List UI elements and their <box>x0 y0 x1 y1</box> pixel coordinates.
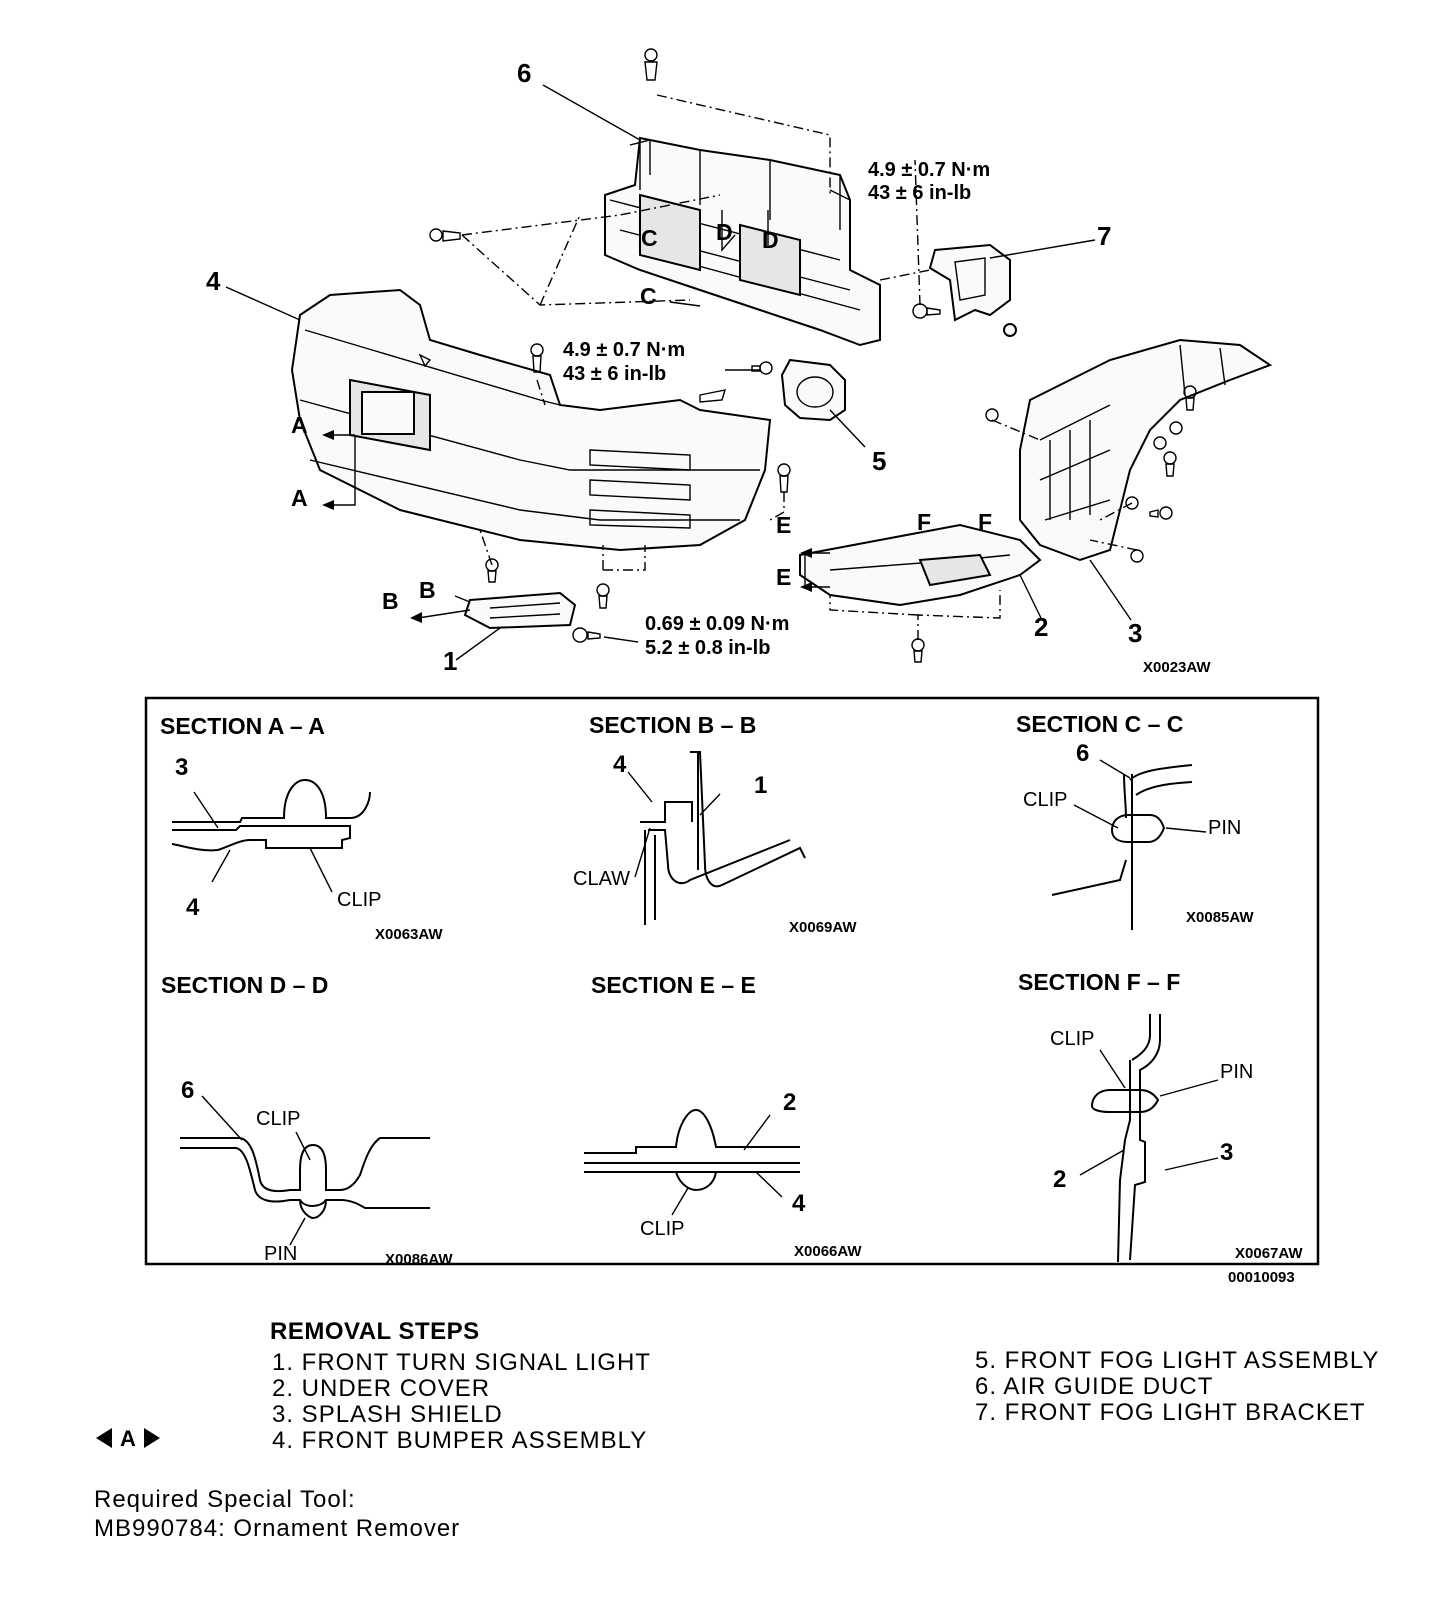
section-aa-code: X0063AW <box>375 926 443 943</box>
leader-lines <box>225 84 1132 661</box>
nav-marker-label: A <box>120 1426 136 1451</box>
section-ff-num-right: 3 <box>1220 1139 1233 1166</box>
nav-arrow-icon: A <box>96 1426 160 1451</box>
removal-step-5: 5. FRONT FOG LIGHT ASSEMBLY <box>975 1347 1380 1374</box>
torque-mid-inlb: 43 ± 6 in-lb <box>563 363 666 385</box>
removal-step-6: 6. AIR GUIDE DUCT <box>975 1373 1214 1400</box>
removal-step-4: 4. FRONT BUMPER ASSEMBLY <box>272 1427 648 1454</box>
section-bb-num-right: 1 <box>754 772 767 799</box>
section-ee-num-bottom: 4 <box>792 1190 806 1217</box>
marker-d-right: D <box>762 227 779 253</box>
callout-6: 6 <box>517 58 531 88</box>
marker-f-right: F <box>978 509 992 535</box>
alignment-lines <box>461 94 1138 643</box>
section-dd-pin-label: PIN <box>264 1243 297 1265</box>
marker-c-lower: C <box>640 283 657 309</box>
marker-b-lower: B <box>382 588 399 614</box>
front-bumper-assembly <box>290 288 772 552</box>
splash-shield <box>1019 338 1273 562</box>
section-ff-code: X0067AW <box>1235 1245 1303 1262</box>
section-ff-pin-label: PIN <box>1220 1061 1253 1083</box>
removal-step-7: 7. FRONT FOG LIGHT BRACKET <box>975 1399 1366 1426</box>
turn-signal-light <box>463 591 577 630</box>
section-ff-num-left: 2 <box>1053 1166 1066 1193</box>
air-guide-duct <box>604 136 881 347</box>
marker-a-lower: A <box>291 485 308 511</box>
section-aa-num-bottom: 4 <box>186 894 200 921</box>
torque-low-inlb: 5.2 ± 0.8 in-lb <box>645 637 770 659</box>
marker-d-left: D <box>716 219 733 245</box>
torque-top-inlb: 43 ± 6 in-lb <box>868 182 971 204</box>
section-cc-title: SECTION C – C <box>1016 711 1183 737</box>
section-ff: SECTION F – F CLIP PIN 2 3 X0067AW <box>1018 969 1303 1263</box>
section-ff-clip-label: CLIP <box>1050 1028 1094 1050</box>
sections-panel <box>144 696 1320 1266</box>
section-cc-pin-label: PIN <box>1208 817 1241 839</box>
under-cover <box>799 523 1042 607</box>
section-arrows <box>322 210 830 623</box>
removal-steps-title: REMOVAL STEPS <box>270 1318 480 1345</box>
callout-1: 1 <box>443 646 457 676</box>
marker-b-upper: B <box>419 577 436 603</box>
callout-5: 5 <box>872 446 886 476</box>
section-dd-code: X0086AW <box>385 1251 453 1268</box>
section-cc-num-top: 6 <box>1076 740 1089 767</box>
sections-panel-code: 00010093 <box>1228 1269 1295 1286</box>
section-aa-clip-label: CLIP <box>337 889 381 911</box>
marker-f-left: F <box>917 509 931 535</box>
section-cc-code: X0085AW <box>1186 909 1254 926</box>
section-cc-clip-label: CLIP <box>1023 789 1067 811</box>
section-bb: SECTION B – B 4 1 CLAW X0069AW <box>573 712 857 936</box>
marker-c-upper: C <box>641 225 658 251</box>
section-ee-clip-label: CLIP <box>640 1218 684 1240</box>
callout-2: 2 <box>1034 612 1048 642</box>
section-bb-code: X0069AW <box>789 919 857 936</box>
fog-light-bracket <box>928 243 1017 337</box>
section-aa-num-top: 3 <box>175 754 188 781</box>
section-dd: SECTION D – D 6 CLIP PIN X0086AW <box>161 972 453 1268</box>
section-dd-title: SECTION D – D <box>161 972 328 998</box>
removal-steps-right-list: 5. FRONT FOG LIGHT ASSEMBLY 6. AIR GUIDE… <box>975 1348 1379 1426</box>
section-dd-num-top: 6 <box>181 1077 194 1104</box>
special-tool-name: MB990784: Ornament Remover <box>94 1515 461 1542</box>
section-bb-claw-label: CLAW <box>573 868 630 890</box>
marker-e-lower: E <box>776 564 791 590</box>
section-aa: SECTION A – A 3 4 CLIP X0063AW <box>160 713 443 943</box>
marker-a-upper: A <box>291 412 308 438</box>
callout-4: 4 <box>206 266 221 296</box>
fog-light-assembly <box>780 358 846 422</box>
section-ee: SECTION E – E 2 4 CLIP X0066AW <box>584 972 862 1260</box>
section-aa-title: SECTION A – A <box>160 713 325 739</box>
section-ee-code: X0066AW <box>794 1243 862 1260</box>
removal-step-1: 1. FRONT TURN SIGNAL LIGHT <box>272 1349 651 1376</box>
diagram-image-code: X0023AW <box>1143 659 1211 676</box>
removal-steps-left-list: 1. FRONT TURN SIGNAL LIGHT 2. UNDER COVE… <box>272 1350 651 1454</box>
special-tool-label: Required Special Tool: <box>94 1486 356 1513</box>
section-ff-title: SECTION F – F <box>1018 969 1180 995</box>
section-ee-title: SECTION E – E <box>591 972 756 998</box>
section-bb-title: SECTION B – B <box>589 712 756 738</box>
section-cc: SECTION C – C 6 CLIP PIN X0085AW <box>1016 711 1254 930</box>
section-ee-num-top: 2 <box>783 1089 796 1116</box>
callout-3: 3 <box>1128 618 1142 648</box>
removal-step-2: 2. UNDER COVER <box>272 1375 491 1402</box>
torque-low-nm: 0.69 ± 0.09 N·m <box>645 613 789 635</box>
section-dd-clip-label: CLIP <box>256 1108 300 1130</box>
torque-mid-nm: 4.9 ± 0.7 N·m <box>563 339 685 361</box>
section-bb-num-left: 4 <box>613 751 627 778</box>
marker-e-upper: E <box>776 512 791 538</box>
removal-step-3: 3. SPLASH SHIELD <box>272 1401 503 1428</box>
fasteners <box>429 48 1197 663</box>
callout-7: 7 <box>1097 221 1111 251</box>
torque-top-nm: 4.9 ± 0.7 N·m <box>868 159 990 181</box>
